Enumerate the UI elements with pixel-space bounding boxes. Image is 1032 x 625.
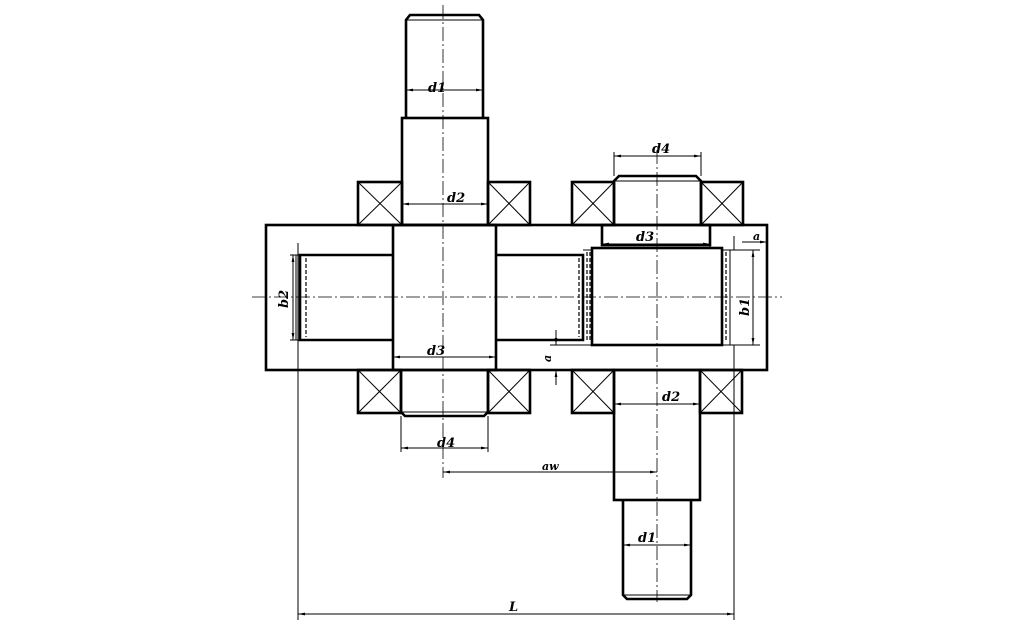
- label-aw: aw: [542, 460, 559, 473]
- bearing-bottom-left-right: [486, 368, 532, 415]
- label-a-gap: a: [541, 355, 554, 362]
- dimension-d4-left: d4: [400, 416, 489, 452]
- bearing-top-left-right: [486, 180, 532, 227]
- dimension-d1-top: d1: [406, 81, 483, 96]
- bearing-bottom-left-left: [356, 368, 403, 415]
- left-gear: [295, 253, 585, 342]
- dimension-d3-right: d3: [602, 230, 710, 246]
- label-a-right: a: [753, 230, 760, 243]
- dimension-a-gap: a: [541, 330, 590, 385]
- center-lines: [252, 5, 782, 602]
- dimension-d3-left: d3: [393, 344, 496, 359]
- label-d4-left: d4: [437, 436, 455, 451]
- bearing-top-right-left: [570, 180, 616, 227]
- label-d1-top: d1: [428, 81, 446, 96]
- label-d3-right: d3: [636, 230, 654, 245]
- dimension-d2-top: d2: [402, 191, 488, 206]
- dimension-b2: b2: [277, 254, 300, 341]
- dimension-aw: aw: [443, 460, 657, 474]
- bearing-top-left-left: [356, 180, 404, 227]
- dimension-d1-bottom: d1: [623, 531, 691, 547]
- dimension-b1: b1: [734, 249, 760, 346]
- label-d3-left: d3: [427, 344, 445, 359]
- dimension-d4-right: d4: [613, 142, 702, 176]
- dimension-a-right: a: [733, 230, 767, 250]
- dimension-d2-right: d2: [614, 390, 700, 406]
- right-gear: [583, 225, 734, 347]
- label-b1: b1: [738, 298, 753, 316]
- label-b2: b2: [277, 290, 292, 308]
- label-d2-top: d2: [447, 191, 465, 206]
- label-L: L: [508, 600, 518, 615]
- bearing-top-right-right: [699, 180, 745, 227]
- dimension-L: L: [297, 243, 735, 620]
- bearing-bottom-right-left: [570, 368, 616, 415]
- label-d1-bottom: d1: [638, 531, 656, 546]
- label-d2-right: d2: [662, 390, 680, 405]
- bearing-bottom-right-right: [698, 368, 744, 415]
- label-d4-right: d4: [652, 142, 670, 157]
